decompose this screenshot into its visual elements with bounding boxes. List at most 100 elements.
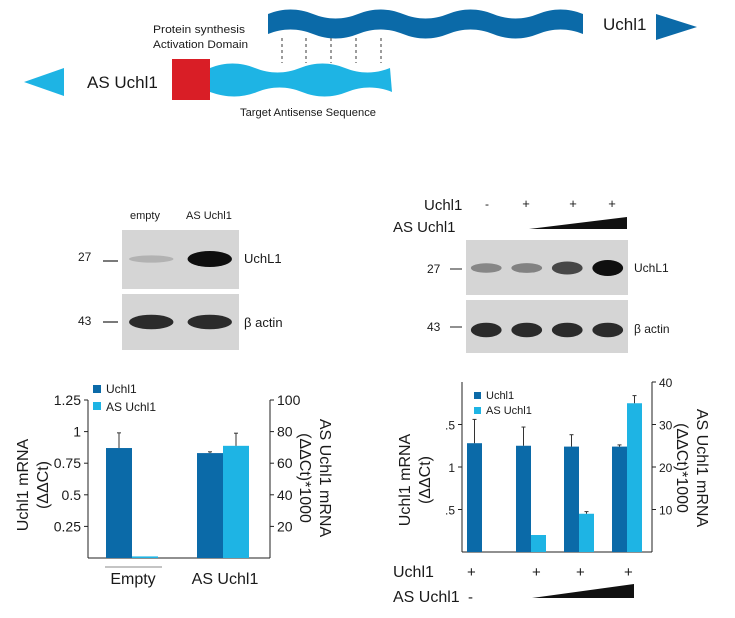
blot-right-uchl1-band bbox=[511, 263, 543, 273]
y2-tick-label: 30 bbox=[659, 419, 673, 433]
blot-left-uchl1-band bbox=[129, 255, 174, 263]
bar-uchl1 bbox=[516, 445, 531, 552]
chart-right-ylabel-1: Uchl1 mRNA bbox=[397, 433, 414, 526]
chart-right-row2-label: AS Uchl1 bbox=[393, 589, 460, 606]
chart-left-cat-empty: Empty bbox=[110, 571, 155, 588]
bar-uchl1 bbox=[106, 448, 132, 558]
chart-right-legend-uchl1: Uchl1 bbox=[486, 390, 514, 402]
chart-left-ylabel-2: (ΔΔCt) bbox=[35, 461, 52, 509]
chart-left-legend-swatch-as bbox=[93, 402, 101, 410]
blot-right-row1-label: Uchl1 bbox=[424, 197, 462, 214]
blot-right-mark-4: + bbox=[608, 196, 616, 211]
y2-tick-label: 20 bbox=[659, 461, 673, 475]
blot-left-uchl1-band bbox=[187, 251, 232, 267]
target-label: Target Antisense Sequence bbox=[240, 107, 376, 119]
chart-right-y2label-1: AS Uchl1 mRNA bbox=[693, 409, 710, 528]
chart-right-legend-swatch-as bbox=[474, 407, 481, 414]
y2-tick-label: 100 bbox=[277, 392, 301, 408]
chart-left-cat-as: AS Uchl1 bbox=[192, 571, 259, 588]
y-tick-label: .5 bbox=[445, 419, 455, 433]
western-blot-right: Uchl1 AS Uchl1 - + + + 27 43 UchL1 β act… bbox=[393, 196, 670, 353]
sense-arrowhead bbox=[656, 14, 697, 40]
bar-as-uchl1 bbox=[531, 535, 546, 552]
blot-right-actin-band bbox=[551, 322, 583, 338]
blot-right-marker-27: 27 bbox=[427, 262, 441, 276]
chart-left-y2label-1: AS Uchl1 mRNA bbox=[316, 419, 333, 538]
chart-right-row1-mark-1: + bbox=[467, 564, 476, 581]
blot-right-mark-2: + bbox=[522, 196, 530, 211]
bar-uchl1 bbox=[197, 453, 223, 558]
blot-right-uchl1-band bbox=[470, 263, 502, 273]
y2-tick-label: 40 bbox=[659, 376, 673, 390]
chart-left-legend-swatch-uchl1 bbox=[93, 385, 101, 393]
y-tick-label: 0.5 bbox=[62, 487, 82, 503]
y2-tick-label: 80 bbox=[277, 424, 293, 440]
sense-strand bbox=[268, 9, 583, 39]
domain-label-line1: Protein synthesis bbox=[153, 24, 246, 36]
blot-right-actin-band bbox=[470, 322, 502, 338]
blot-right-mark-3: + bbox=[569, 196, 577, 211]
blot-right-row2-label: AS Uchl1 bbox=[393, 219, 456, 236]
y-tick-label: 1.25 bbox=[54, 392, 81, 408]
y-tick-label: 0.75 bbox=[54, 455, 81, 471]
y2-tick-label: 10 bbox=[659, 504, 673, 518]
y2-tick-label: 20 bbox=[277, 518, 293, 534]
bar-as-uchl1 bbox=[579, 513, 594, 552]
blot-right-actin-band bbox=[592, 322, 624, 338]
construct-schematic: Uchl1 AS Uchl1 Protein synthesis Activat… bbox=[24, 9, 697, 119]
y-tick-label: 1 bbox=[73, 424, 81, 440]
chart-right-legend-as: AS Uchl1 bbox=[486, 405, 532, 417]
western-blot-left: empty AS Uchl1 27 43 UchL1 β actin bbox=[78, 210, 283, 350]
chart-left-y2label-2: (ΔΔCt)*1000 bbox=[296, 433, 313, 523]
blot-right-actin-band bbox=[511, 322, 543, 338]
blot-right-mark-1: - bbox=[485, 197, 489, 211]
y2-tick-label: 60 bbox=[277, 455, 293, 471]
chart-left-legend-uchl1: Uchl1 bbox=[106, 382, 137, 396]
blot-left-actin-band bbox=[129, 314, 174, 330]
chart-left: 0.25 0.5 0.75 1 1.25 20 40 60 80 100 Uchl1 AS Uc… bbox=[15, 382, 333, 588]
antisense-label: AS Uchl1 bbox=[87, 73, 158, 92]
blot-right-uchl1-band bbox=[551, 261, 583, 275]
blot-right-marker-43: 43 bbox=[427, 320, 441, 334]
hybridization-dashes bbox=[281, 38, 382, 63]
chart-right-gradient-wedge bbox=[532, 584, 634, 598]
chart-right-ylabel-2: (ΔΔCt) bbox=[417, 456, 434, 504]
bar-as-uchl1 bbox=[223, 445, 249, 558]
antisense-arrowhead bbox=[24, 68, 64, 96]
chart-right-row2-mark: - bbox=[468, 589, 473, 606]
chart-right-legend-swatch-uchl1 bbox=[474, 392, 481, 399]
bar-uchl1 bbox=[612, 446, 627, 552]
chart-right-row1-mark-2: + bbox=[532, 564, 541, 581]
blot-right-uchl1-label: UchL1 bbox=[634, 261, 669, 275]
blot-right-actin-label: β actin bbox=[634, 322, 670, 336]
chart-left-legend-as: AS Uchl1 bbox=[106, 400, 156, 414]
lane-label-empty: empty bbox=[130, 210, 160, 222]
y-tick-label: 0.25 bbox=[54, 518, 81, 534]
blot-left-actin-band bbox=[187, 314, 232, 330]
blot-left-marker-43: 43 bbox=[78, 314, 92, 328]
bar-as-uchl1 bbox=[132, 556, 158, 558]
chart-right-row1-mark-3: + bbox=[576, 564, 585, 581]
chart-left-ylabel-1: Uchl1 mRNA bbox=[15, 438, 32, 531]
y-tick-label: 1 bbox=[448, 461, 455, 475]
y2-tick-label: 40 bbox=[277, 487, 293, 503]
chart-right-row1-label: Uchl1 bbox=[393, 564, 434, 581]
blot-right-uchl1-band bbox=[592, 260, 624, 276]
blot-left-uchl1-label: UchL1 bbox=[244, 251, 282, 266]
blot-left-marker-27: 27 bbox=[78, 250, 92, 264]
sense-label: Uchl1 bbox=[603, 15, 646, 34]
bar-uchl1 bbox=[564, 446, 579, 552]
activation-domain-box bbox=[172, 59, 210, 100]
antisense-strand bbox=[210, 63, 392, 97]
y-tick-label: .5 bbox=[445, 504, 455, 518]
blot-left-actin-label: β actin bbox=[244, 315, 283, 330]
lane-label-as-uchl1: AS Uchl1 bbox=[186, 210, 232, 222]
bar-uchl1 bbox=[467, 443, 482, 552]
domain-label-line2: Activation Domain bbox=[153, 39, 248, 51]
blot-right-gradient-wedge bbox=[529, 217, 627, 229]
chart-right-row1-mark-4: + bbox=[624, 564, 633, 581]
bar-as-uchl1 bbox=[627, 403, 642, 552]
chart-right-y2label-2: (ΔΔCt)*1000 bbox=[673, 423, 690, 513]
